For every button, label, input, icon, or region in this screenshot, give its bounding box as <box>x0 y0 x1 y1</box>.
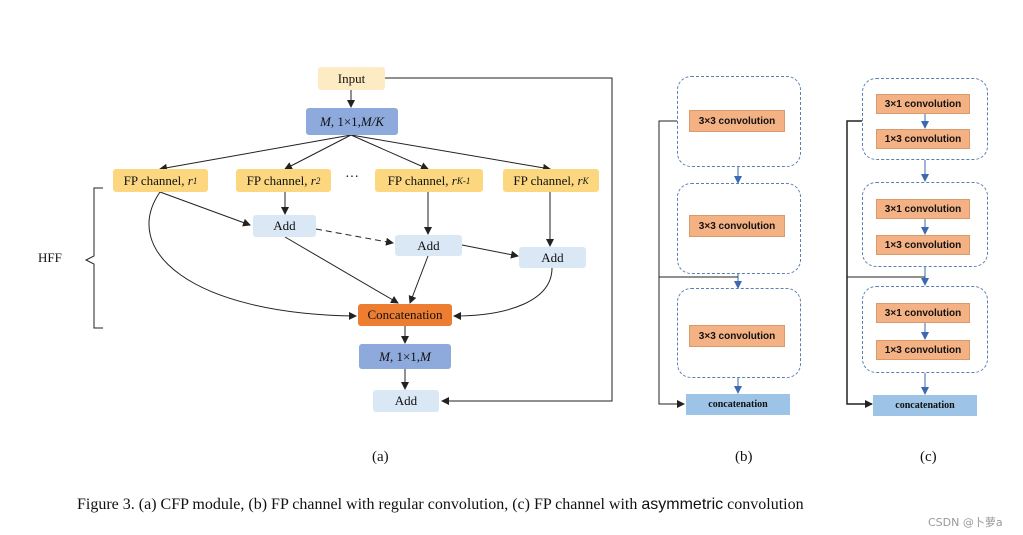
panel-a-connectors <box>84 77 613 405</box>
conv-3x1-c-2: 3×1 convolution <box>876 199 970 219</box>
panel-c-connectors <box>846 114 929 408</box>
panel-b-connectors <box>658 120 742 408</box>
caption-b: (b) <box>735 449 753 465</box>
watermark: CSDN @卜萝a <box>928 516 1003 529</box>
conv-1x3-c-2: 1×3 convolution <box>876 235 970 255</box>
figure-caption: Figure 3. (a) CFP module, (b) FP channel… <box>77 496 804 513</box>
edge-conv-fp2 <box>284 134 352 170</box>
add-node-2: Add <box>395 235 462 256</box>
pointwise-conv-top: M, 1×1, M/K <box>306 108 398 135</box>
edge-add1-concat <box>284 236 399 304</box>
conv-group-b-1 <box>677 76 801 167</box>
ellipsis: ··· <box>345 170 359 185</box>
edge-add1-add2 <box>315 228 394 246</box>
input-node: Input <box>318 67 385 90</box>
edge-conv-fpk1 <box>350 134 429 170</box>
conv-3x3-b-1: 3×3 convolution <box>689 110 785 132</box>
pointwise-conv-bottom: M, 1×1, M <box>359 344 451 369</box>
caption-c: (c) <box>920 449 937 465</box>
conv-1x3-c-1: 1×3 convolution <box>876 129 970 149</box>
edge-add2-concat <box>408 255 429 304</box>
conv-group-b-2 <box>677 183 801 274</box>
edge-conv-fp1 <box>159 134 352 172</box>
concatenation-node: Concatenation <box>358 304 452 326</box>
conv-group-c-3 <box>862 286 988 373</box>
add-node-1: Add <box>253 215 316 237</box>
edge-fp1-concat <box>148 191 357 320</box>
edge-fp1-add1 <box>159 191 251 227</box>
edge-conv-fpk <box>350 134 551 172</box>
conv-group-b-3 <box>677 288 801 378</box>
conv-3x3-b-3: 3×3 convolution <box>689 325 785 347</box>
hff-label: HFF <box>38 250 62 265</box>
conv-group-c-1 <box>862 78 988 160</box>
add-node-3: Add <box>519 247 586 268</box>
conv-3x1-c-3: 3×1 convolution <box>876 303 970 323</box>
conv-3x3-b-2: 3×3 convolution <box>689 215 785 237</box>
add-node-output: Add <box>373 390 439 412</box>
caption-a: (a) <box>372 449 389 465</box>
conv-group-c-2 <box>862 182 988 267</box>
edge-input-residual <box>385 77 613 405</box>
concatenation-c: concatenation <box>873 395 977 416</box>
conv-3x1-c-1: 3×1 convolution <box>876 94 970 114</box>
edge-add3-concat <box>453 267 553 320</box>
conv-1x3-c-3: 1×3 convolution <box>876 340 970 360</box>
edge-add2-add3 <box>461 244 519 259</box>
hff-brace <box>84 187 103 329</box>
concatenation-b: concatenation <box>686 394 790 415</box>
